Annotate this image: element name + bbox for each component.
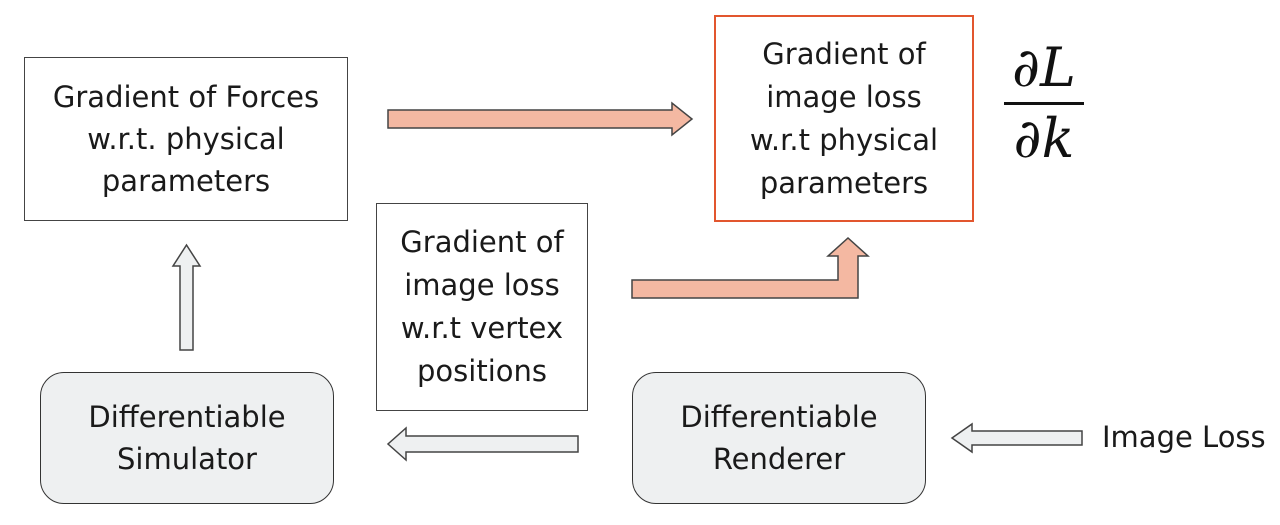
gradient-of-forces-line-1: Gradient of Forces: [52, 80, 320, 114]
arrow-renderer-to-simulator: [386, 426, 579, 462]
simulator-line-2: Simulator: [117, 442, 257, 476]
numerator-variable: L: [1040, 36, 1076, 99]
gradient-loss-vertex-box: Gradient of image loss w.r.t vertex posi…: [376, 203, 588, 411]
renderer-line-1: Differentiable: [680, 400, 878, 434]
gradient-loss-physical-line-1: Gradient of: [762, 36, 926, 71]
equation-denominator: ∂k: [1014, 109, 1075, 169]
gradient-of-forces-box: Gradient of Forces w.r.t. physical param…: [24, 57, 348, 221]
gradient-loss-physical-line-2: image loss: [766, 79, 922, 114]
gradient-of-forces-line-2: w.r.t. physical: [87, 122, 285, 156]
denominator-variable: k: [1041, 107, 1075, 170]
image-loss-label: Image Loss: [1102, 420, 1266, 454]
gradient-loss-physical-line-4: parameters: [759, 165, 929, 200]
arrow-forces-to-loss-physical: [387, 101, 694, 137]
differentiable-renderer-box: Differentiable Renderer: [632, 372, 926, 504]
gradient-loss-vertex-line-3: w.r.t vertex: [400, 311, 564, 345]
gradient-loss-physical-box: Gradient of image loss w.r.t physical pa…: [714, 15, 974, 222]
gradient-of-forces-line-3: parameters: [101, 164, 271, 198]
differentiable-simulator-box: Differentiable Simulator: [40, 372, 334, 504]
gradient-loss-vertex-line-4: positions: [417, 354, 547, 388]
arrow-imageloss-to-renderer: [950, 422, 1083, 454]
numerator-partial-symbol: ∂: [1012, 36, 1041, 99]
arrow-vertex-to-loss-physical: [631, 236, 870, 299]
gradient-loss-vertex-line-1: Gradient of: [400, 225, 564, 259]
gradient-loss-vertex-line-2: image loss: [404, 268, 560, 302]
renderer-line-2: Renderer: [712, 442, 846, 476]
denominator-partial-symbol: ∂: [1013, 107, 1042, 170]
partial-derivative-equation: ∂L ∂k: [1002, 38, 1086, 169]
fraction-bar: [1004, 102, 1084, 105]
equation-numerator: ∂L: [1012, 38, 1076, 98]
gradient-loss-physical-line-3: w.r.t physical: [749, 122, 939, 157]
arrow-simulator-to-forces: [171, 243, 202, 351]
simulator-line-1: Differentiable: [88, 400, 286, 434]
